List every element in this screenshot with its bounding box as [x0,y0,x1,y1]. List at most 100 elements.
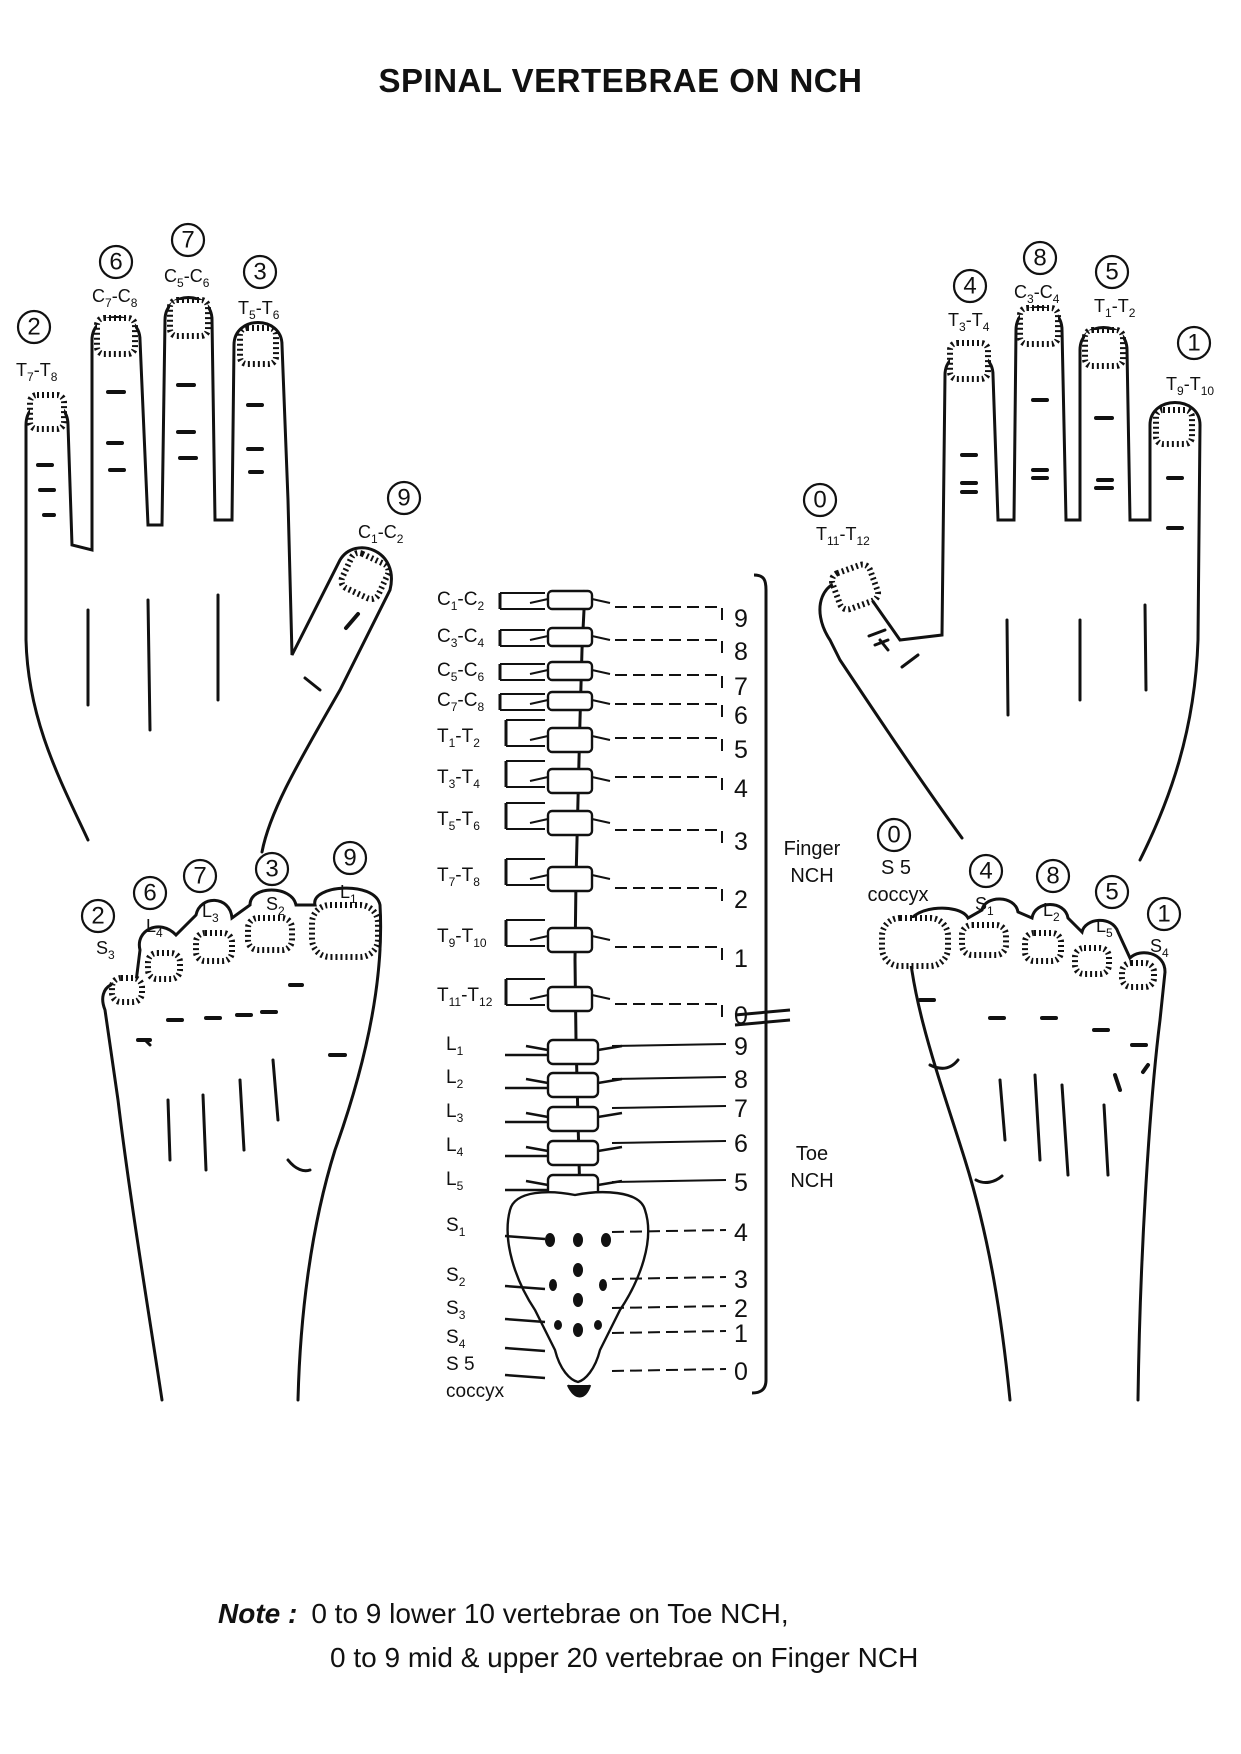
spine-leader-line [615,946,723,963]
circle-number-marker [16,309,52,345]
spine-vertebra-label: S3 [446,1298,466,1322]
spine-leader-line [615,639,723,656]
vertebra-process [529,874,611,880]
toe-nch-spine-number: 1 [734,1320,748,1348]
spine-leader-line [611,1330,727,1334]
spine-vertebra-label: T11-T12 [437,985,493,1009]
vertebra-label: T7-T8 [16,360,58,384]
toe-nch-number: 6 [143,880,156,907]
vertebra-body [546,985,594,1013]
spine-vertebra-label: C7-C8 [437,690,484,714]
left-toe-2: 3 S2 [254,851,290,918]
finger-nch-number: 2 [27,314,40,341]
spine-vertebra-label: S 5 [446,1354,475,1375]
spine-vertebra-label: L5 [446,1169,464,1193]
spine-vertebra-label: L3 [446,1101,464,1125]
finger-nch-number: 1 [1187,330,1200,357]
vertebra-label: T1-T2 [1094,296,1136,320]
toe-nch-number: 4 [979,858,992,885]
right-finger-2: 8 C3-C4 [1014,240,1060,306]
finger-nch-number: 7 [181,227,194,254]
spine-leader-line [611,1140,727,1144]
circle-number-marker [1176,325,1212,361]
spine-leader-line [611,1076,727,1080]
right-big-toe: 0 S 5 coccyx [867,817,929,906]
right-thumb: 0 T11-T12 [802,482,870,548]
vertebra-label: C5-C6 [164,266,210,290]
toe-nch-spine-number: 8 [734,1066,748,1094]
finger-nch-spine-number: 5 [734,736,748,764]
spine-vertebra-label: L1 [446,1034,464,1058]
toe-nch-spine-number: 4 [734,1219,748,1247]
vertebra-process [529,598,611,604]
vertebra-label: T3-T4 [948,310,990,334]
coccyx [566,1384,592,1398]
spine-bracket-edge [500,629,545,647]
lumbar-vertebra-body [546,1139,600,1167]
spine-vertebra-label: T9-T10 [437,926,487,950]
finger-nch-number: 3 [253,259,266,286]
circle-number-marker [80,898,116,934]
spine-vertebra-label: T5-T6 [437,809,480,833]
left-finger-2: 6 C7-C8 [92,244,138,310]
right-hand-nails [828,305,1195,613]
lumbar-process [525,1145,623,1153]
toe-nch-number: 7 [193,863,206,890]
finger-nch-spine-number: 3 [734,828,748,856]
toe-nch-number: 3 [265,856,278,883]
vertebra-process [529,776,611,782]
note-line-2: 0 to 9 mid & upper 20 vertebrae on Finge… [330,1642,919,1673]
spine-bracket-edge [500,592,545,610]
toe-nch-number: 9 [343,845,356,872]
vertebra-label: L2 [1043,900,1060,924]
circle-number-marker [98,244,134,280]
circle-number-marker [802,482,838,518]
spine-bracket-edge [500,663,545,681]
toe-nch-spine-number: 5 [734,1169,748,1197]
spine-vertebra-label: C3-C4 [437,626,484,650]
spine-leader-line [615,887,723,904]
circle-number-marker [386,480,422,516]
toe-nch-spine-number: 3 [734,1266,748,1294]
spine-vertebra-label: S1 [446,1215,466,1239]
spine-leader-line [615,606,723,623]
circle-number-marker [1146,896,1182,932]
left-foot-nails [109,902,381,1005]
vertebra-label: C1-C2 [358,522,404,546]
circle-number-marker [1035,858,1071,894]
spine-bracket-edge [506,802,545,830]
spine-pointer-line [504,1284,546,1291]
circle-number-marker [332,840,368,876]
right-finger-4: 1 T9-T10 [1166,325,1214,398]
finger-nch-spine-number: 9 [734,605,748,633]
circle-number-marker [1094,254,1130,290]
note-label: Note : [218,1598,298,1629]
spine-leader-line [615,776,723,793]
vertebra-process [529,699,611,705]
right-toe-3: 8 L2 [1035,858,1071,924]
vertebra-process [529,994,611,1000]
toe-nch-spine-number: 6 [734,1130,748,1158]
vertebra-label: L5 [1096,916,1113,940]
vertebra-label: S2 [266,894,285,918]
vertebra-label: S3 [96,938,115,962]
left-finger-1: 2 T7-T8 [16,309,58,384]
finger-nch-number: 6 [109,249,122,276]
toe-nch-spine-number: 0 [734,1358,748,1386]
finger-nch-spine-number: 1 [734,945,748,973]
finger-nch-spine-number: 2 [734,886,748,914]
spine-leader-line [611,1368,727,1372]
finger-nch-spine-number: 4 [734,775,748,803]
footnote: Note :0 to 9 lower 10 vertebrae on Toe N… [218,1592,918,1680]
spine-vertebra-label: S2 [446,1265,466,1289]
toe-nch-spine-number: 2 [734,1295,748,1323]
left-finger-3: 7 C5-C6 [164,222,210,290]
lumbar-vertebra-body [546,1105,600,1133]
vertebra-body [546,809,594,837]
circle-number-marker [242,254,278,290]
lumbar-vertebra-body [546,1071,600,1099]
spine-bracket-edge [500,693,545,711]
spine-vertebra-label: C5-C6 [437,660,484,684]
right-hand-labels: 0 T11-T12 4 T3-T4 8 C3-C4 5 T1-T2 1 T9-T… [802,240,1214,548]
